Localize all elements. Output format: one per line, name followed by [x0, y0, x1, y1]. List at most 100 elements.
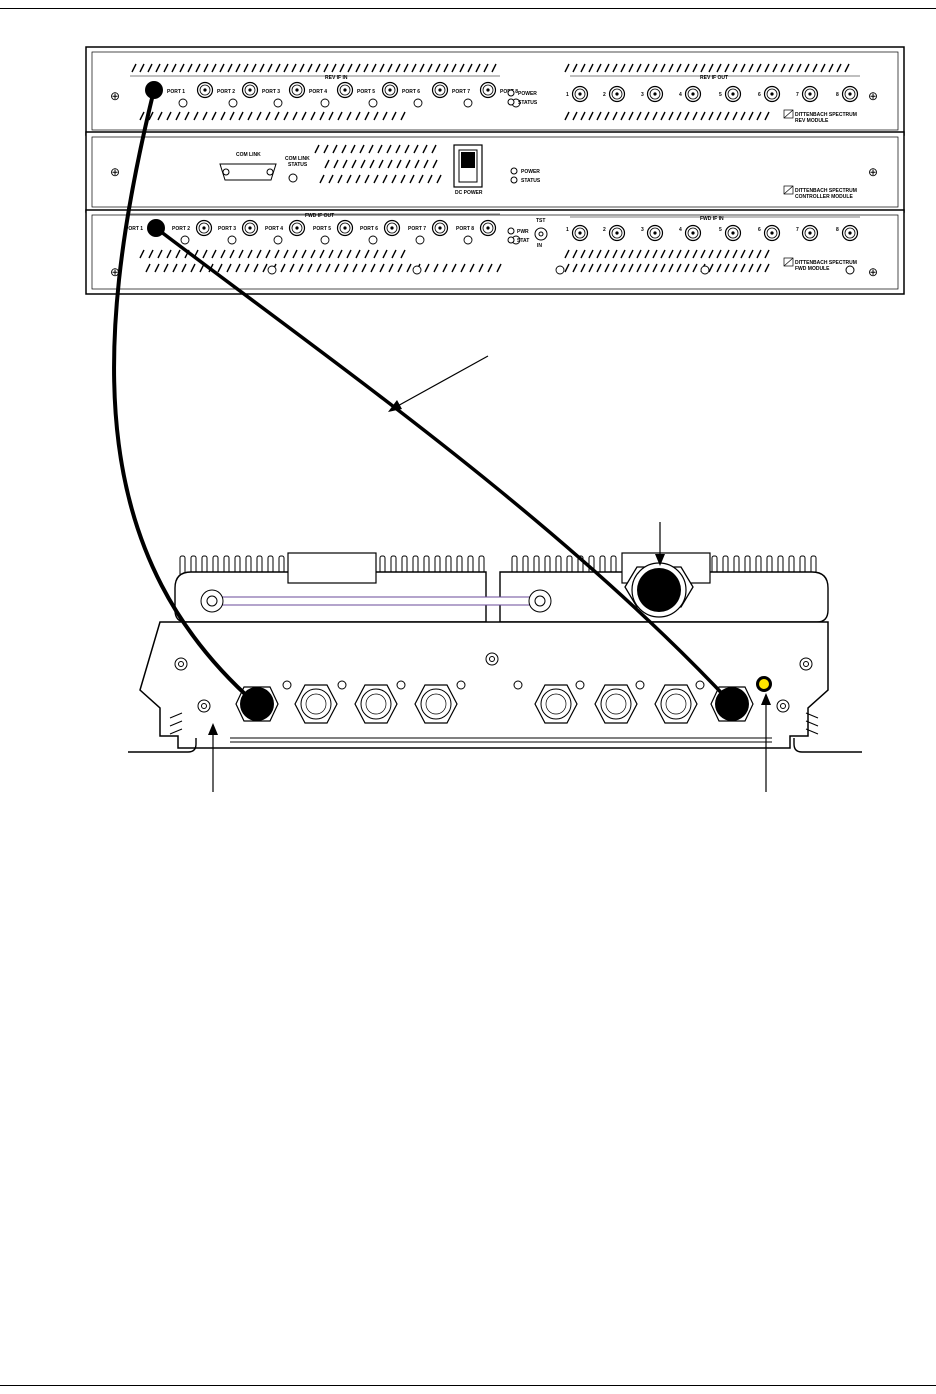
rev-port-label: PORT 4 — [309, 89, 327, 95]
comlink-status-line2: STATUS — [288, 162, 308, 168]
ctrl-right-screw: ⊕ — [868, 165, 878, 179]
comlink-label: COM LINK — [236, 152, 261, 158]
fwd-pwr-led — [507, 227, 515, 235]
rev-in-port — [196, 81, 214, 99]
fwd-in-number: 6 — [758, 227, 761, 233]
cable-gland — [414, 684, 458, 724]
cable-gland — [354, 684, 398, 724]
cable-callout-arrow — [388, 355, 489, 412]
left-port-callout-arrow — [208, 723, 218, 792]
ctrl-brand-logo — [783, 185, 794, 195]
fwd-in-number: 5 — [719, 227, 722, 233]
main-power-connector — [624, 562, 694, 618]
rev-port-label: PORT 2 — [217, 89, 235, 95]
fwd-pwr-label: PWR — [517, 229, 529, 235]
fwd-stat-label: STAT — [517, 238, 529, 244]
fwd-port-label: PORT 1 — [125, 226, 143, 232]
fwd-out-port — [431, 219, 449, 237]
rev-brand-line1: DITTENBACH SPECTRUM — [795, 112, 857, 118]
rev-out-port — [801, 85, 819, 103]
fwd-cable — [154, 226, 733, 705]
rev-right-screw: ⊕ — [868, 89, 878, 103]
right-mounting-flange — [793, 738, 862, 753]
fwd-port-label: PORT 4 — [265, 226, 283, 232]
fwd-port-label: PORT 5 — [313, 226, 331, 232]
top-rule — [0, 8, 936, 9]
rev-cable — [112, 89, 258, 706]
rev-brand-logo — [783, 109, 794, 119]
rev-port-label: PORT 1 — [167, 89, 185, 95]
rev-out-header: REV IF OUT — [700, 75, 728, 81]
rev-port1-cable-end — [145, 81, 163, 99]
rev-port-label: PORT 7 — [452, 89, 470, 95]
dc-power-switch — [453, 144, 483, 188]
rev-in-port — [381, 81, 399, 99]
bottom-rule — [0, 1385, 936, 1386]
rev-in-port — [241, 81, 259, 99]
rev-in-port — [336, 81, 354, 99]
rev-left-screw: ⊕ — [110, 89, 120, 103]
fwd-in-vents-b — [564, 263, 770, 273]
left-mounting-flange — [128, 738, 197, 753]
fwd-in-number: 2 — [603, 227, 606, 233]
rev-out-port — [608, 85, 626, 103]
fwd-out-port — [336, 219, 354, 237]
fwd-in-vents-a — [564, 249, 770, 259]
cable-gland — [654, 684, 698, 724]
rev-out-vents-top — [564, 63, 850, 73]
rev-out-number: 6 — [758, 92, 761, 98]
rf-input-port-right — [710, 686, 754, 722]
fwd-brand-line2: FWD MODULE — [795, 266, 830, 272]
controller-module-panel: COM LINK COM LINK STATUS DC POWER POWER … — [85, 131, 905, 213]
rev-in-header: REV IF IN — [325, 75, 348, 81]
fwd-out-header: FWD IF OUT — [305, 213, 334, 219]
rev-in-port — [288, 81, 306, 99]
fwd-in-port — [763, 224, 781, 242]
rev-out-port — [763, 85, 781, 103]
ctrl-left-screw: ⊕ — [110, 165, 120, 179]
rev-out-port — [841, 85, 859, 103]
fwd-right-screw: ⊕ — [868, 265, 878, 279]
rev-port-label: PORT 5 — [357, 89, 375, 95]
comlink-status-led — [288, 173, 298, 183]
fwd-in-header: FWD IF IN — [700, 216, 724, 222]
rev-out-vents-bottom — [564, 111, 770, 121]
rev-in-port — [431, 81, 449, 99]
fwd-in-number: 8 — [836, 227, 839, 233]
cable-gland — [534, 684, 578, 724]
cable-gland — [594, 684, 638, 724]
fwd-in-port — [684, 224, 702, 242]
rev-out-number: 5 — [719, 92, 722, 98]
rev-out-number: 8 — [836, 92, 839, 98]
ctrl-power-label: POWER — [521, 169, 540, 175]
fwd-in-port — [841, 224, 859, 242]
fwd-tst-label-2: IN — [537, 243, 542, 249]
comlink-status-line1: COM LINK — [285, 156, 310, 162]
fwd-in-port — [608, 224, 626, 242]
rev-port-label: PORT 6 — [402, 89, 420, 95]
ctrl-status-led — [510, 176, 518, 184]
fwd-out-port — [288, 219, 306, 237]
rev-brand-line2: REV MODULE — [795, 118, 829, 124]
fwd-port-label: PORT 2 — [172, 226, 190, 232]
rev-out-port — [646, 85, 664, 103]
rev-out-port — [571, 85, 589, 103]
fwd-port-label: PORT 6 — [360, 226, 378, 232]
cover-tether-bar — [211, 596, 533, 606]
ctrl-vents-top — [314, 144, 437, 154]
ctrl-power-led — [510, 167, 518, 175]
fwd-tst-label-1: TST — [536, 218, 545, 224]
fwd-in-port — [801, 224, 819, 242]
ctrl-brand-line1: DITTENBACH SPECTRUM — [795, 188, 857, 194]
ctrl-brand-line2: CONTROLLER MODULE — [795, 194, 853, 200]
rev-out-port — [724, 85, 742, 103]
fwd-port-label: PORT 7 — [408, 226, 426, 232]
rev-power-led — [507, 89, 515, 97]
rev-out-port — [684, 85, 702, 103]
ctrl-status-label: STATUS — [521, 178, 541, 184]
fwd-out-port — [479, 219, 497, 237]
rev-out-number: 4 — [679, 92, 682, 98]
rev-out-number: 1 — [566, 92, 569, 98]
ctrl-vents-low — [319, 174, 442, 184]
